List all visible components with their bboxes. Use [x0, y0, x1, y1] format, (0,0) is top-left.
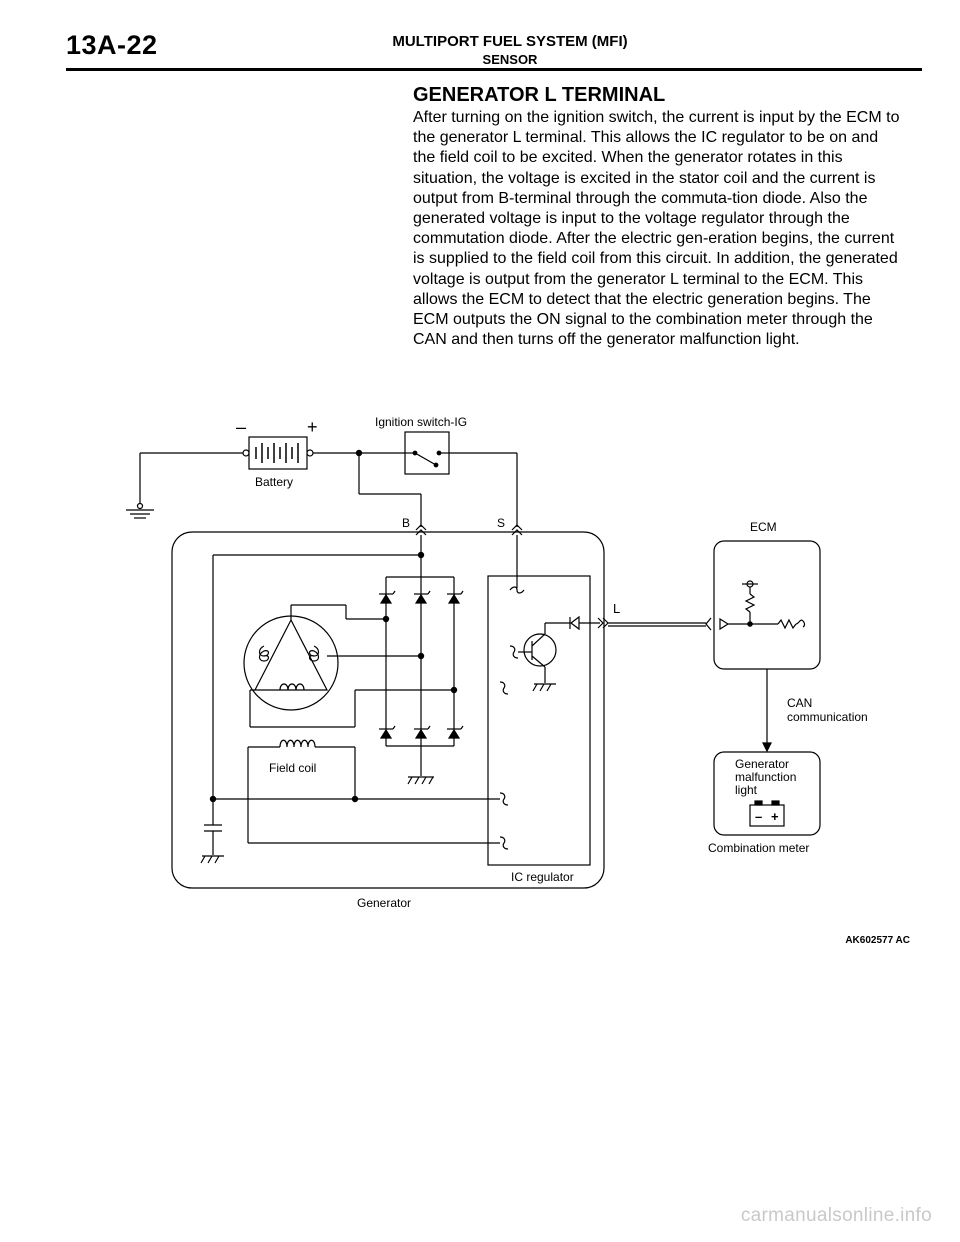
- ground-symbol-rectifier: [407, 776, 434, 785]
- ecm-label: ECM: [750, 520, 777, 534]
- watermark: carmanualsonline.info: [740, 1205, 932, 1226]
- ignition-switch-label: Ignition switch-IG: [375, 415, 467, 429]
- ignition-switch-symbol: [404, 431, 450, 475]
- terminal-l-label: L: [613, 601, 620, 616]
- transistor-symbol: [518, 622, 570, 692]
- ground-symbol-battery: [126, 453, 154, 519]
- ecm-internal-circuit: [719, 580, 806, 631]
- stator-coil: [243, 604, 454, 728]
- header-subtitle: SENSOR: [482, 52, 538, 67]
- battery-symbol: [140, 436, 405, 470]
- malfunction-light-label-line2: malfunction: [735, 770, 796, 784]
- l-terminal-diode: [569, 615, 600, 631]
- combination-meter-label: Combination meter: [708, 841, 809, 855]
- connector-s: [511, 524, 523, 536]
- malfunction-light-label-line1: Generator: [735, 757, 789, 771]
- section-heading: GENERATOR L TERMINAL: [413, 84, 666, 106]
- battery-warning-icon: [749, 800, 785, 827]
- header-title: MULTIPORT FUEL SYSTEM (MFI): [392, 33, 628, 50]
- connector-b: [415, 524, 427, 536]
- terminal-s-label: S: [497, 516, 505, 530]
- terminal-b-label: B: [402, 516, 410, 530]
- field-coil-label: Field coil: [269, 761, 316, 775]
- ic-regulator-label: IC regulator: [511, 870, 574, 884]
- can-label-line1: CAN: [787, 696, 812, 710]
- malfunction-light-label-line3: light: [735, 783, 758, 797]
- battery-minus-sign: –: [236, 417, 246, 437]
- section-body: After turning on the ignition switch, th…: [413, 109, 900, 349]
- battery-label: Battery: [255, 475, 293, 489]
- figure-code: AK602577 AC: [845, 935, 910, 946]
- generator-housing: [171, 531, 605, 889]
- header-rule: [66, 68, 922, 71]
- generator-circuit-diagram: – + Battery Ignition switch-IG B S: [126, 415, 868, 910]
- capacitor-symbol: [200, 824, 224, 864]
- page-number: 13A-22: [66, 30, 158, 60]
- warning-icon-minus: –: [755, 809, 762, 824]
- field-coil: [247, 739, 359, 843]
- battery-plus-sign: +: [307, 417, 318, 437]
- rectifier-bridge: [379, 576, 464, 776]
- combination-meter-box: [713, 751, 821, 836]
- can-label-line2: communication: [787, 710, 868, 724]
- warning-icon-plus: +: [771, 809, 779, 824]
- ic-regulator-box: [487, 575, 591, 866]
- generator-label: Generator: [357, 896, 411, 910]
- ecm-box: [713, 540, 821, 670]
